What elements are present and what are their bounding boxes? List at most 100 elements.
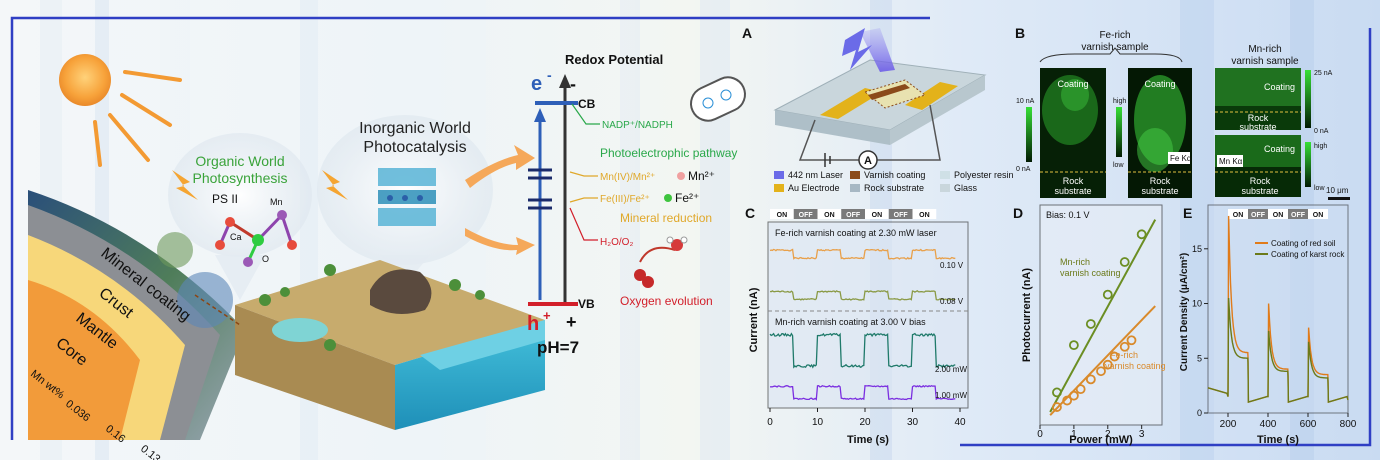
earth-cutaway: [28, 190, 245, 440]
e-off-block: [1288, 209, 1308, 219]
c-off-label: OFF: [799, 212, 814, 219]
mn-coating-label: Coating: [1264, 82, 1295, 92]
d-data-point: [1102, 289, 1113, 300]
elem-scale-top: high: [1113, 98, 1126, 105]
scalebar-label: 10 μm: [1326, 186, 1349, 195]
c-on-block: [770, 209, 794, 219]
mn-ion-icon: [677, 172, 685, 180]
e-x-tick-label: 200: [1220, 419, 1237, 430]
fe-ion-icon: [664, 194, 672, 202]
fe-map-rock-1: Rock: [1150, 176, 1171, 186]
organic-title-2: Photosynthesis: [193, 170, 288, 186]
c-on-label: ON: [872, 212, 883, 219]
redox-title: Redox Potential: [565, 52, 663, 67]
panel-e-letter: E: [1183, 205, 1192, 221]
e-on-label: ON: [1313, 212, 1324, 219]
fe-map-coating-label: Coating: [1144, 79, 1175, 89]
mn-map-rock-1: Rock: [1250, 176, 1271, 186]
c-trace-label-4: 1.00 mW: [935, 391, 967, 400]
legend-glass: Glass: [954, 183, 978, 193]
fe-colorbar: [1026, 107, 1032, 162]
d-data-point: [1085, 319, 1096, 329]
curved-arrow: [639, 246, 676, 263]
legend-laser: 442 nm Laser: [788, 170, 843, 180]
c-tick-label: 20: [859, 417, 871, 428]
fe-title-1: Fe-rich: [1099, 30, 1130, 41]
c-trace-line: [769, 248, 956, 260]
ammeter-label: A: [864, 155, 872, 167]
e-trace-line: [1207, 215, 1349, 403]
scalebar: [1328, 197, 1350, 200]
d-mn-label-1: Mn-rich: [1060, 257, 1090, 267]
e-ylabel: Current Density (μA/cm²): [1179, 253, 1190, 371]
mn-photocurrent-map: [1215, 68, 1301, 130]
d-fe-label-1: Fe-rich: [1110, 350, 1138, 360]
mineral-reduction-label: Mineral reduction: [620, 211, 712, 225]
c-traces: [769, 248, 956, 401]
pathway-label: Photoelectrophic pathway: [600, 146, 737, 160]
d-data-point: [1102, 359, 1113, 370]
d-bias: Bias: 0.1 V: [1046, 210, 1090, 220]
oxygen-molecule-icon: [634, 269, 654, 288]
d-ylabel: Photocurrent (nA): [1021, 268, 1033, 362]
d-tick-label: 0: [1037, 429, 1043, 440]
c-trace-label-2: 0.08 V: [940, 297, 964, 306]
ca-atom-label: Ca: [230, 232, 242, 242]
c-trace-label-3: 2.00 mW: [935, 365, 967, 374]
ph-label: pH=7: [537, 338, 579, 357]
mn-couple-label: Mn(IV)/Mn²⁺: [600, 172, 655, 183]
organic-title-1: Organic World: [195, 153, 284, 169]
d-fe-label-2: varnish coating: [1105, 361, 1166, 371]
mn-elem-colorbar: [1305, 142, 1311, 187]
fe-couple-label: Fe(III)/Fe²⁺: [600, 194, 650, 205]
fe-scale-top: 10 nA: [1016, 98, 1035, 105]
d-data-point: [1096, 366, 1106, 377]
fe-ion-label: Fe²⁺: [675, 191, 699, 205]
panel-b-letter: B: [1015, 25, 1025, 41]
mn-map-coating-label: Coating: [1264, 144, 1295, 154]
d-data-point: [1075, 384, 1086, 395]
d-data-point: [1052, 387, 1062, 398]
e-legend-karst: Coating of karst rock: [1271, 250, 1345, 259]
d-tick-label: 3: [1139, 429, 1145, 440]
e-on-block: [1228, 209, 1248, 219]
fe-ka-label: Fe Kα: [1170, 154, 1192, 163]
e-y-tick-label: 5: [1197, 353, 1202, 363]
mn-colorbar: [1305, 70, 1311, 128]
panel-d-frame: [1039, 204, 1163, 426]
frame-lines: [10, 16, 1372, 447]
panel-a-letter: A: [742, 25, 752, 41]
fe-rock-label-2: substrate: [1054, 186, 1091, 196]
d-xlabel: Power (mW): [1069, 434, 1133, 446]
e-legend-red-soil: Coating of red soil: [1271, 239, 1336, 248]
water-molecule-icon: [666, 236, 688, 251]
fe-scale-bottom: 0 nA: [1016, 166, 1031, 173]
mn-title-2: varnish sample: [1231, 56, 1299, 67]
mn-ka-box: [1217, 155, 1243, 167]
c-on-block: [912, 209, 937, 219]
panel-d-letter: D: [1013, 205, 1023, 221]
mn-scale-top: 25 nA: [1314, 70, 1333, 77]
c-on-block: [865, 209, 889, 219]
lightning-icon: [172, 170, 348, 200]
c-ylabel: Current (nA): [748, 287, 760, 352]
fe-photocurrent-map: [1040, 68, 1106, 198]
mn-atom-label: Mn: [270, 197, 283, 207]
mn-elem-scale-bottom: low: [1314, 185, 1325, 192]
fe-element-map: [1128, 68, 1192, 198]
c-off-label: OFF: [894, 212, 909, 219]
e-off-block: [1248, 209, 1268, 219]
o-atom-label: O: [262, 254, 269, 264]
d-data-point: [1136, 229, 1147, 240]
vb-plus: +: [566, 312, 577, 332]
c-tick-label: 0: [767, 417, 773, 428]
elem-scale-bottom: low: [1113, 162, 1124, 169]
nadp-label: NADP⁺/NADPH: [602, 120, 673, 131]
e-trace-line: [1207, 298, 1349, 403]
